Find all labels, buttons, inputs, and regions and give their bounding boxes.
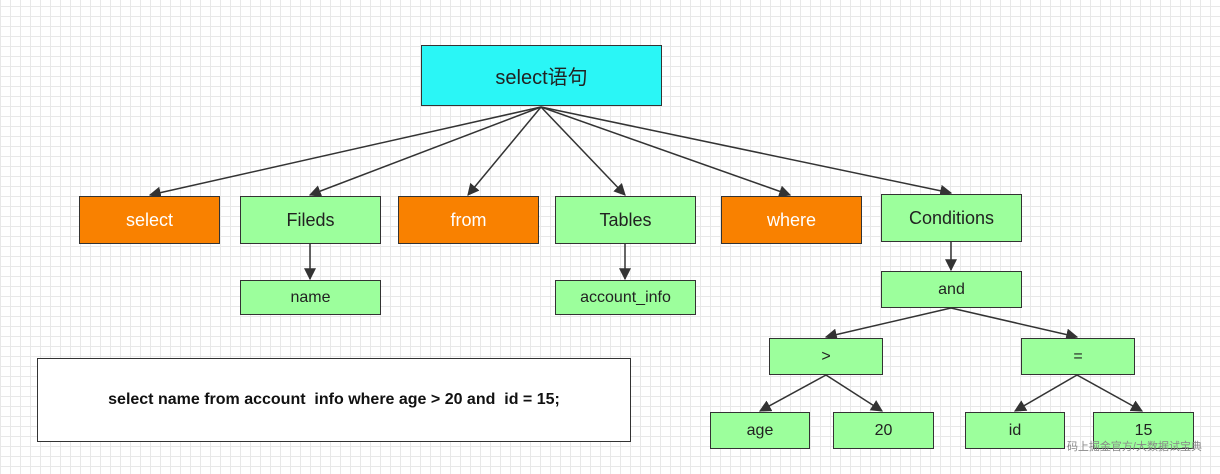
- node-greater-than: >: [769, 338, 883, 375]
- edge-root-from: [467, 106, 542, 196]
- node-15: 15: [1093, 412, 1194, 449]
- node-name: name: [240, 280, 381, 315]
- edge-root-select: [148, 106, 542, 199]
- node-and: and: [881, 271, 1022, 308]
- node-equals: =: [1021, 338, 1135, 375]
- node-age: age: [710, 412, 810, 449]
- edge-root-where: [540, 106, 792, 198]
- edge-eq-id: [1013, 374, 1078, 412]
- sql-statement-text: select name from account info where age …: [108, 391, 560, 408]
- node-where-keyword: where: [721, 196, 862, 244]
- watermark: 码上掘金官方/大数据试宝典: [1066, 441, 1202, 453]
- edge-gt-20: [825, 374, 884, 412]
- edge-and-eq: [950, 307, 1079, 341]
- node-select-keyword: select: [79, 196, 220, 244]
- edge-root-tables: [540, 106, 626, 196]
- edge-gt-age: [758, 374, 827, 412]
- edge-and-gt: [824, 307, 952, 341]
- sql-statement-box: select name from account info where age …: [37, 358, 631, 442]
- node-id: id: [965, 412, 1065, 449]
- edge-root-conditions: [540, 106, 953, 197]
- node-conditions: Conditions: [881, 194, 1022, 242]
- edge-eq-15: [1076, 374, 1144, 412]
- node-tables: Tables: [555, 196, 696, 244]
- node-account-info: account_info: [555, 280, 696, 315]
- node-fields: Fileds: [240, 196, 381, 244]
- edge-root-fields: [308, 106, 542, 197]
- node-from-keyword: from: [398, 196, 539, 244]
- node-select-statement: select语句: [421, 45, 662, 106]
- node-20: 20: [833, 412, 934, 449]
